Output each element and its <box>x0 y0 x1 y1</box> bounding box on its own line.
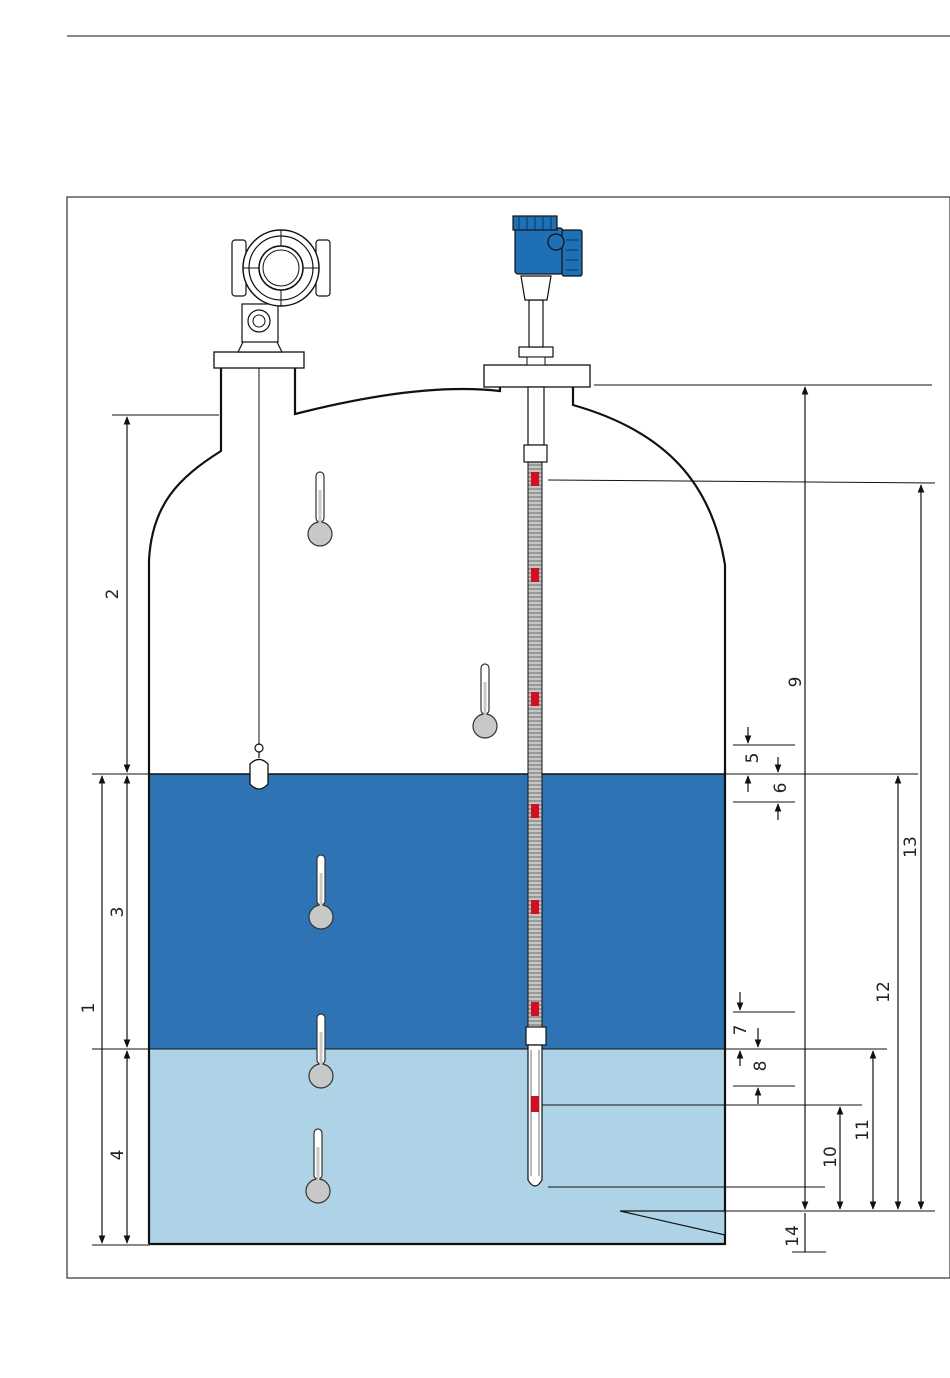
water-bottom-probe <box>528 1045 542 1186</box>
sensor-element <box>531 900 539 914</box>
label-7: 7 <box>731 1025 751 1036</box>
servo-level-gauge-icon <box>214 230 330 368</box>
label-13: 13 <box>901 836 921 858</box>
label-5: 5 <box>743 753 763 764</box>
probe-rod <box>528 387 544 445</box>
label-11: 11 <box>853 1119 873 1141</box>
sensor-element <box>531 1096 539 1112</box>
thermometer-icon <box>473 664 497 738</box>
label-2: 2 <box>103 589 123 600</box>
upper-product-layer <box>149 774 725 1049</box>
label-6: 6 <box>771 783 791 794</box>
sensor-element <box>531 568 539 582</box>
label-9: 9 <box>786 677 806 688</box>
sensor-element <box>531 804 539 818</box>
thermometer-icon <box>308 472 332 546</box>
temperature-probe-head-icon <box>484 216 590 387</box>
probe-coupling-top <box>524 445 547 462</box>
label-3: 3 <box>108 907 128 918</box>
label-14: 14 <box>783 1225 803 1247</box>
sensor-element <box>531 472 539 486</box>
label-12: 12 <box>874 981 894 1003</box>
sensor-element <box>531 692 539 706</box>
displacer-float-icon <box>250 744 268 789</box>
sensor-element <box>531 1002 539 1016</box>
probe-flex-tube <box>528 462 542 1028</box>
label-4: 4 <box>108 1150 128 1161</box>
label-8: 8 <box>751 1061 771 1072</box>
label-10: 10 <box>821 1146 841 1168</box>
probe-coupling-bottom <box>526 1027 546 1045</box>
label-1: 1 <box>79 1003 99 1014</box>
